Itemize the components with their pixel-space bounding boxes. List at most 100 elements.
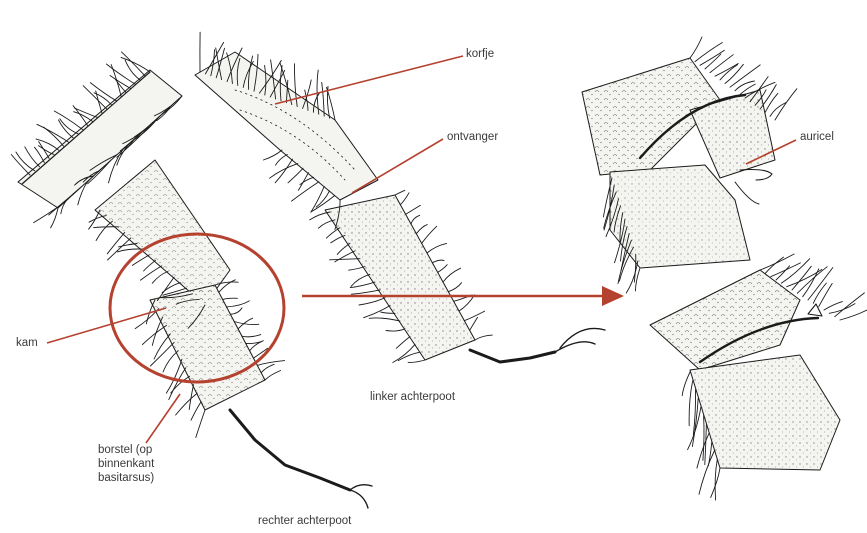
detail-bottom — [650, 254, 867, 500]
hair-stroke — [152, 272, 168, 284]
hair-stroke — [121, 57, 150, 72]
hair-stroke — [824, 302, 842, 310]
label-rechter-achterpoot: rechter achterpoot — [258, 514, 351, 528]
detail-top — [582, 37, 797, 293]
hair-stroke — [265, 371, 281, 381]
hair-stroke — [475, 335, 492, 340]
hair-stroke — [470, 317, 478, 330]
hair-stroke — [106, 64, 135, 84]
hair-stroke — [386, 329, 405, 331]
hair-stroke — [408, 360, 425, 362]
hair-stroke — [261, 364, 274, 372]
hair-stroke — [140, 266, 161, 280]
hair-stroke — [787, 270, 822, 287]
label-linker-achterpoot: linker achterpoot — [370, 390, 455, 404]
hair-stroke — [119, 244, 138, 247]
hair-stroke — [775, 89, 797, 120]
hair-stroke — [96, 221, 112, 240]
hair-stroke — [331, 235, 345, 243]
hair-stroke — [292, 182, 319, 201]
label-auricel: auricel — [800, 130, 834, 144]
leader-korfje — [275, 56, 463, 104]
hair-stroke — [227, 301, 250, 307]
hair-stroke — [396, 337, 410, 349]
hair-stroke — [819, 284, 833, 307]
hair-stroke — [196, 410, 205, 438]
hair-stroke — [288, 168, 303, 183]
hair-stroke — [765, 93, 778, 112]
hair-stroke — [351, 290, 380, 294]
hair-stroke — [395, 190, 405, 195]
hair-stroke — [154, 334, 170, 359]
hair-stroke — [803, 269, 819, 297]
hair-stroke — [276, 155, 288, 166]
hair-stroke — [765, 257, 783, 273]
hair-stroke — [115, 79, 126, 93]
hair-stroke — [705, 424, 707, 464]
hair-stroke — [776, 266, 790, 280]
hair-stroke — [152, 317, 162, 346]
hair-stroke — [427, 243, 447, 253]
hair-stroke — [359, 298, 385, 305]
hair-stroke — [35, 147, 45, 162]
hair-stroke — [270, 164, 298, 179]
hair-stroke — [16, 152, 35, 171]
hair-stroke — [448, 283, 461, 292]
hair-stroke — [695, 43, 722, 62]
hair-stroke — [298, 173, 308, 191]
hair-stroke — [792, 266, 811, 290]
hair-stroke — [682, 372, 690, 396]
hair-stroke — [250, 341, 264, 351]
hair-stroke — [142, 325, 166, 344]
hair-stroke — [74, 112, 93, 122]
label-korfje: korfje — [466, 47, 494, 61]
hair-stroke — [36, 139, 59, 150]
hair-stroke — [335, 251, 355, 262]
hair-stroke — [770, 103, 786, 117]
hair-stroke — [300, 177, 314, 184]
hair-stroke — [840, 310, 867, 320]
hair-stroke — [230, 308, 242, 314]
hair-stroke — [191, 402, 201, 421]
hair-stroke — [89, 216, 106, 223]
hair-stroke — [699, 451, 715, 495]
hair-stroke — [364, 306, 390, 318]
hair-stroke — [349, 267, 365, 271]
hair-stroke — [163, 351, 178, 372]
hair-stroke — [781, 259, 809, 284]
hair-stroke — [150, 342, 174, 366]
hair-stroke — [144, 260, 156, 271]
hair-stroke — [337, 243, 350, 254]
hair-stroke — [11, 155, 30, 176]
hair-stroke — [393, 344, 415, 362]
hair-stroke — [406, 205, 421, 214]
label-kam: kam — [16, 336, 38, 350]
label-borstel: borstel (op binnenkant basitarsus) — [98, 443, 182, 485]
hair-stroke — [635, 268, 640, 291]
hair-stroke — [122, 52, 146, 76]
hair-stroke — [703, 416, 704, 461]
left-hind-leg — [195, 32, 605, 362]
hair-stroke — [411, 215, 420, 224]
hair-stroke — [438, 265, 448, 273]
hair-stroke — [422, 226, 437, 243]
hair-stroke — [443, 268, 461, 282]
hair-stroke — [690, 37, 702, 58]
hair-stroke — [369, 318, 400, 321]
hair-stroke — [25, 147, 40, 167]
hair-stroke — [242, 335, 261, 337]
hair-stroke — [432, 260, 444, 263]
hair-stroke — [263, 150, 282, 160]
zoom-arrow — [302, 286, 624, 306]
leader-kam — [47, 308, 166, 343]
hair-stroke — [223, 298, 238, 299]
leader-borstel — [146, 394, 180, 443]
hair-stroke — [697, 433, 709, 468]
hair-stroke — [59, 120, 74, 138]
hair-stroke — [400, 193, 409, 205]
label-ontvanger: ontvanger — [447, 130, 498, 144]
hair-stroke — [689, 381, 693, 426]
hair-stroke — [37, 124, 69, 142]
hair-stroke — [398, 352, 420, 360]
hair-stroke — [813, 283, 826, 303]
